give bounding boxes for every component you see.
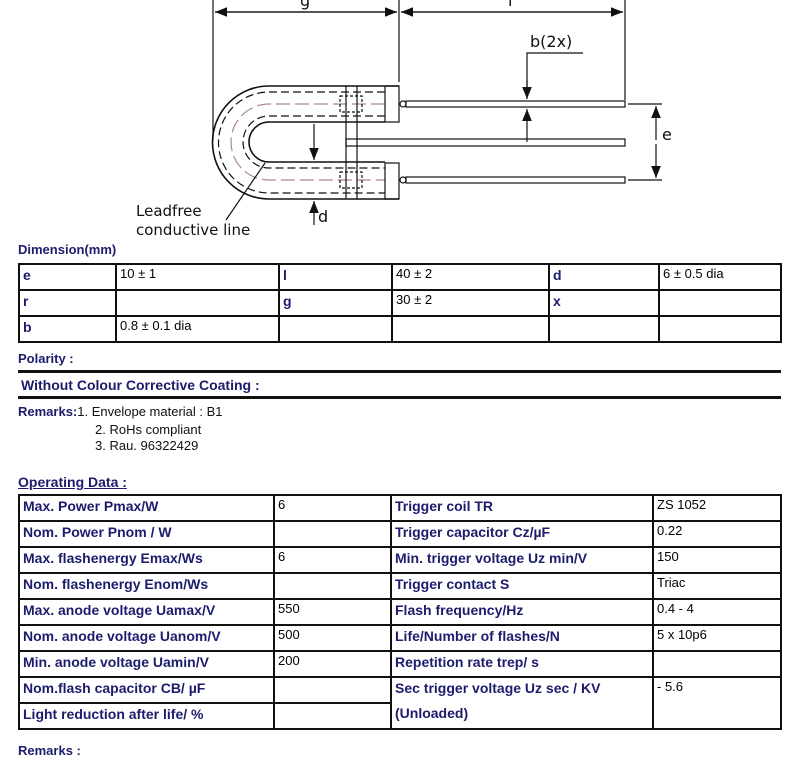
polarity-label: Polarity : <box>18 351 74 366</box>
param-name: Trigger capacitor Cz/µF <box>390 520 654 548</box>
param-value: 200 <box>273 650 392 678</box>
param-value: 550 <box>273 598 392 626</box>
dim-label-d: d <box>318 207 328 226</box>
dimension-value: 10 ± 1 <box>115 263 280 291</box>
param-name: Trigger coil TR <box>390 494 654 522</box>
param-name: Max. anode voltage Uamax/V <box>18 598 275 626</box>
param-value: - 5.6 <box>652 676 782 730</box>
param-name: Nom. anode voltage Uanom/V <box>18 624 275 652</box>
param-value: 150 <box>652 546 782 574</box>
operating-title: Operating Data : <box>18 474 127 490</box>
param-name: Min. anode voltage Uamin/V <box>18 650 275 678</box>
dim-label-e: e <box>662 125 672 144</box>
coating-label: Without Colour Corrective Coating : <box>21 377 260 393</box>
param-name: Max. Power Pmax/W <box>18 494 275 522</box>
flashtube-diagram: g l b(2x) e d Leadfree conductive line <box>136 0 672 239</box>
param-value: 6 <box>273 546 392 574</box>
param-name: Nom. flashenergy Enom/Ws <box>18 572 275 600</box>
dimension-value <box>658 289 782 317</box>
dimension-value <box>391 315 550 343</box>
param-name: Sec trigger voltage Uz sec / KV (Unloade… <box>390 676 654 730</box>
param-name: Life/Number of flashes/N <box>390 624 654 652</box>
dim-label-l: l <box>508 0 512 10</box>
dimension-value <box>115 289 280 317</box>
param-name: Repetition rate trep/ s <box>390 650 654 678</box>
param-value: 0.4 - 4 <box>652 598 782 626</box>
param-value <box>273 676 392 704</box>
dimension-value: 40 ± 2 <box>391 263 550 291</box>
dimension-key: e <box>18 263 117 291</box>
dimension-title: Dimension(mm) <box>18 242 117 257</box>
param-name: Flash frequency/Hz <box>390 598 654 626</box>
divider <box>18 396 781 399</box>
dimension-key: r <box>18 289 117 317</box>
dimension-key: d <box>548 263 660 291</box>
divider <box>18 370 781 373</box>
table-row: Nom. Power Pnom / W Trigger capacitor Cz/… <box>18 520 782 548</box>
dimension-key: l <box>278 263 393 291</box>
param-value: ZS 1052 <box>652 494 782 522</box>
table-row: Nom. flashenergy Enom/Ws Trigger contact … <box>18 572 782 600</box>
dimension-key: b <box>18 315 117 343</box>
dim-label-g: g <box>300 0 310 10</box>
dimension-key <box>278 315 393 343</box>
callout-line2: conductive line <box>136 221 250 239</box>
remarks2-label: Remarks : <box>18 743 81 758</box>
dim-label-b: b(2x) <box>530 32 572 51</box>
table-row: Nom.flash capacitor CB/ µF Sec trigger v… <box>18 676 782 730</box>
dimension-value: 6 ± 0.5 dia <box>658 263 782 291</box>
param-value: Triac <box>652 572 782 600</box>
table-row: Light reduction after life/ % <box>18 702 781 730</box>
param-value <box>652 650 782 678</box>
param-value: 6 <box>273 494 392 522</box>
dimension-value <box>658 315 782 343</box>
dimension-key: x <box>548 289 660 317</box>
param-value: 500 <box>273 624 392 652</box>
param-value <box>273 520 392 548</box>
param-name: Nom.flash capacitor CB/ µF <box>18 676 275 704</box>
param-value <box>273 702 392 730</box>
callout-line1: Leadfree <box>136 202 202 220</box>
param-value <box>273 572 392 600</box>
param-name-line: (Unloaded) <box>395 705 469 722</box>
param-name-line: Sec trigger voltage Uz sec / KV <box>395 680 601 696</box>
param-name: Max. flashenergy Emax/Ws <box>18 546 275 574</box>
param-value: 5 x 10p6 <box>652 624 782 652</box>
param-name: Min. trigger voltage Uz min/V <box>390 546 654 574</box>
remark-item: 1. Envelope material : B1 <box>77 404 223 419</box>
param-name: Trigger contact S <box>390 572 654 600</box>
remarks-block: Remarks:1. Envelope material : B1 2. RoH… <box>18 403 223 453</box>
param-value: 0.22 <box>652 520 782 548</box>
dimension-value: 0.8 ± 0.1 dia <box>115 315 280 343</box>
remarks-label: Remarks: <box>18 404 78 419</box>
dimension-key: g <box>278 289 393 317</box>
remark-item: 3. Rau. 96322429 <box>95 438 199 453</box>
param-name: Light reduction after life/ % <box>18 702 275 730</box>
dimension-key <box>548 315 660 343</box>
dimension-value: 30 ± 2 <box>391 289 550 317</box>
remark-item: 2. RoHs compliant <box>95 422 202 437</box>
param-name: Nom. Power Pnom / W <box>18 520 275 548</box>
